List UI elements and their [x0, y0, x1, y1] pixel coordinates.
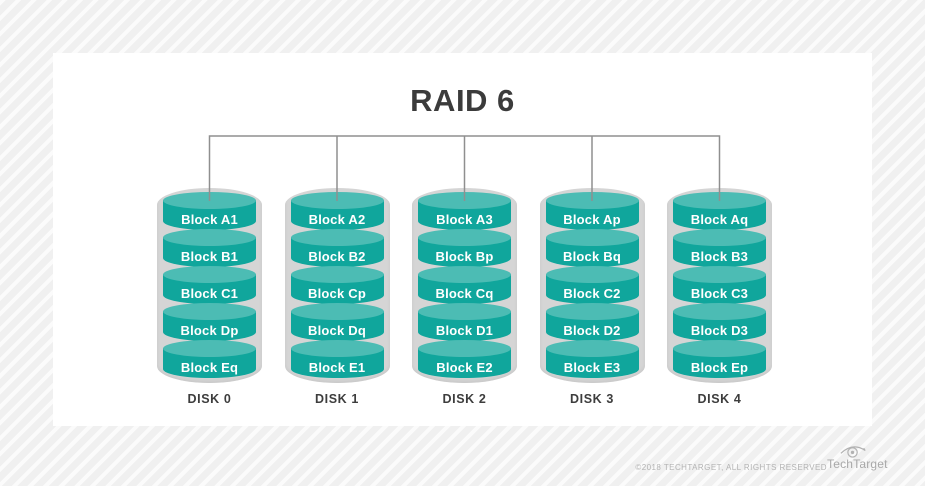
disk-block: Block E1 [290, 340, 384, 378]
block-label: Block D3 [690, 323, 749, 338]
disk-block: Block D3 [673, 303, 766, 341]
block-label: Block Ap [563, 212, 621, 227]
disk-block: Block Dq [290, 303, 384, 341]
disk-block: Block A2 [290, 192, 384, 230]
disk-cylinder-icon: Block A3 Block Bp Block Cq Block D1 Bloc… [412, 188, 517, 383]
block-label: Block E2 [436, 360, 493, 375]
block-label: Block Eq [180, 360, 239, 375]
disk-block: Block C2 [545, 266, 639, 304]
disk-label: DISK 1 [315, 392, 359, 406]
diagram-card: RAID 6 Block A1 Block B1 Block C1 Block … [53, 53, 872, 426]
techtarget-eye-icon [840, 446, 866, 458]
disk-label: DISK 4 [697, 392, 742, 406]
disk-block: Block B3 [673, 229, 766, 267]
disk-block: Block C1 [163, 266, 256, 304]
disk-block: Block E2 [418, 340, 511, 378]
disk-column-1: Block A2 Block B2 Block Cp Block Dq Bloc… [284, 188, 390, 406]
disk-label: DISK 0 [187, 392, 232, 406]
disk-block: Block A3 [418, 192, 511, 230]
disk-cylinder-icon: Block A1 Block B1 Block C1 Block Dp Bloc… [157, 188, 262, 383]
disk-block: Block Eq [163, 340, 256, 378]
disk-block: Block A1 [163, 192, 256, 230]
block-label: Block B3 [690, 249, 749, 264]
block-label: Block Ep [690, 360, 749, 375]
disk-block: Block B2 [290, 229, 384, 267]
disk-block: Block D1 [418, 303, 511, 341]
block-label: Block D1 [435, 323, 494, 338]
block-label: Block A1 [181, 212, 238, 227]
disk-block: Block Cp [290, 266, 384, 304]
copyright-text: ©2018 TECHTARGET, ALL RIGHTS RESERVED [635, 463, 827, 472]
block-label: Block Aq [690, 212, 749, 227]
disk-column-0: Block A1 Block B1 Block C1 Block Dp Bloc… [157, 188, 262, 406]
block-label: Block A3 [436, 212, 493, 227]
disk-cylinder-icon: Block Aq Block B3 Block C3 Block D3 Bloc… [667, 188, 772, 383]
disk-label: DISK 3 [570, 392, 614, 406]
disks-row: Block A1 Block B1 Block C1 Block Dp Bloc… [157, 188, 772, 406]
block-label: Block Bp [435, 249, 494, 264]
block-label: Block E3 [563, 360, 621, 375]
disk-label: DISK 2 [442, 392, 487, 406]
block-label: Block B1 [180, 249, 239, 264]
disk-cylinder-icon: Block A2 Block B2 Block Cp Block Dq Bloc… [284, 188, 390, 383]
diagram-title: RAID 6 [410, 83, 515, 118]
block-label: Block Dp [180, 323, 239, 338]
disk-block: Block Dp [163, 303, 256, 341]
disk-block: Block Aq [673, 192, 766, 230]
disk-block: Block Cq [418, 266, 511, 304]
disk-block: Block Bq [545, 229, 639, 267]
disk-column-2: Block A3 Block Bp Block Cq Block D1 Bloc… [412, 188, 517, 406]
block-label: Block Bq [563, 249, 621, 264]
block-label: Block C3 [690, 286, 749, 301]
disk-block: Block Ap [545, 192, 639, 230]
block-label: Block E1 [308, 360, 366, 375]
block-label: Block A2 [308, 212, 366, 227]
brand-name: TechTarget [827, 457, 888, 471]
disk-column-3: Block Ap Block Bq Block C2 Block D2 Bloc… [539, 188, 645, 406]
block-label: Block B2 [308, 249, 366, 264]
block-label: Block Cq [435, 286, 494, 301]
disk-column-4: Block Aq Block B3 Block C3 Block D3 Bloc… [667, 188, 772, 406]
disk-block: Block Bp [418, 229, 511, 267]
disk-block: Block B1 [163, 229, 256, 267]
disk-block: Block E3 [545, 340, 639, 378]
block-label: Block D2 [563, 323, 621, 338]
disk-block: Block D2 [545, 303, 639, 341]
disk-block: Block C3 [673, 266, 766, 304]
block-label: Block C2 [563, 286, 621, 301]
block-label: Block C1 [180, 286, 239, 301]
block-label: Block Dq [308, 323, 366, 338]
techtarget-logo: TechTarget [827, 443, 888, 471]
disk-cylinder-icon: Block Ap Block Bq Block C2 Block D2 Bloc… [539, 188, 645, 383]
disk-block: Block Ep [673, 340, 766, 378]
block-label: Block Cp [308, 286, 366, 301]
